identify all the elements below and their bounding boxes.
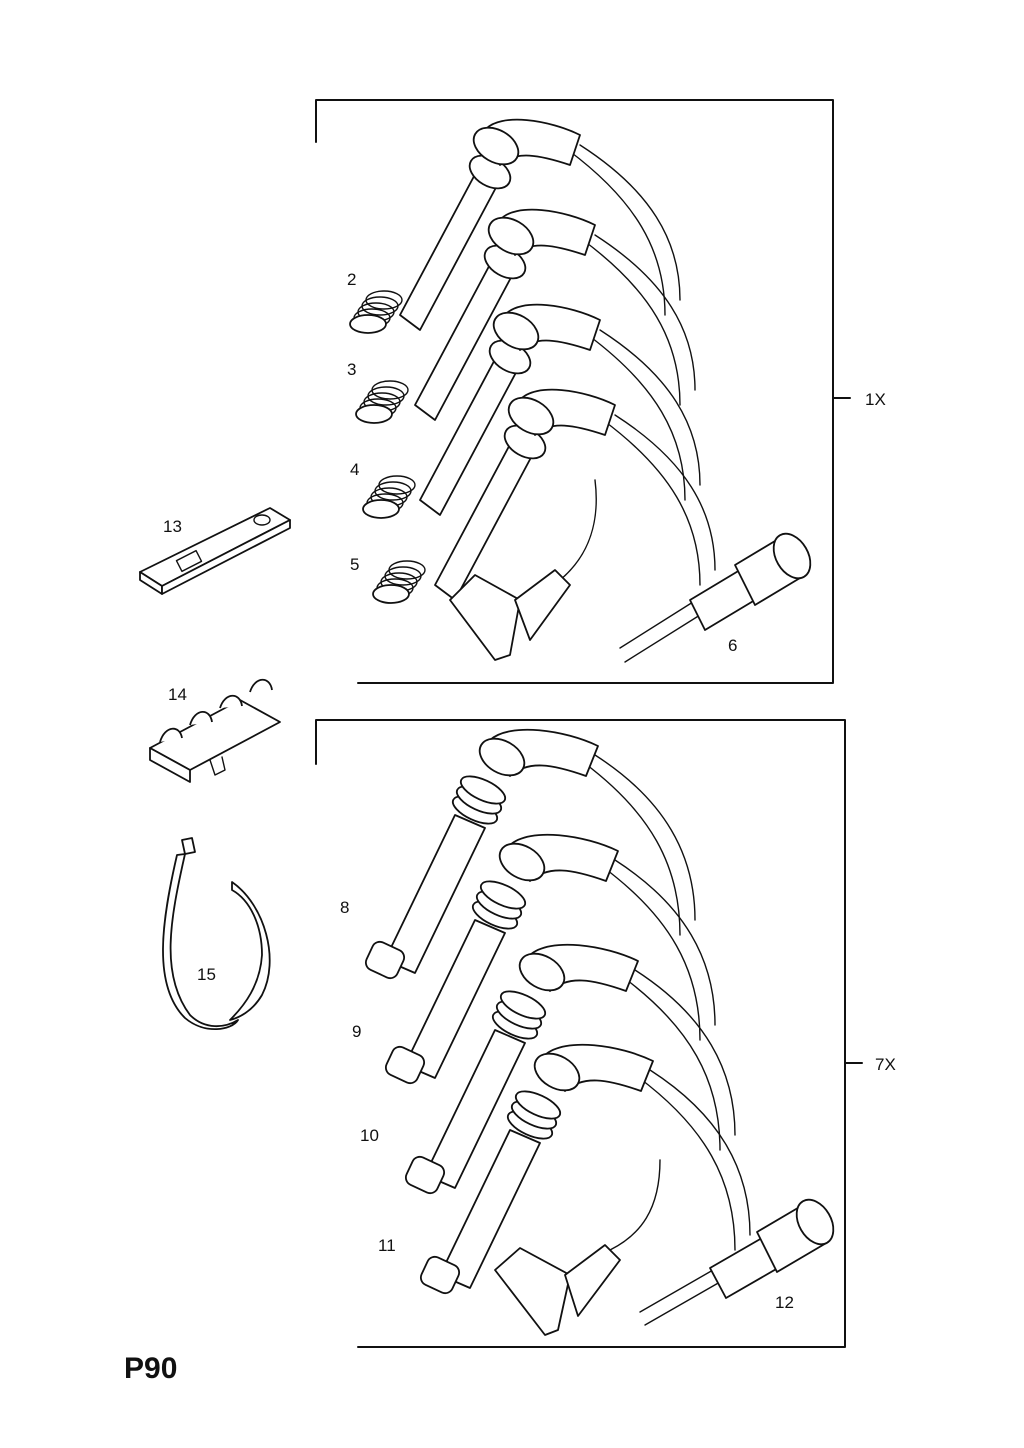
item-label-6: 6 bbox=[728, 636, 737, 655]
item-label-2: 2 bbox=[347, 270, 356, 289]
item-label-3: 3 bbox=[347, 360, 356, 379]
item-label-10: 10 bbox=[360, 1126, 379, 1145]
item-label-12: 12 bbox=[775, 1293, 794, 1312]
group-1-qty-label: 1X bbox=[865, 390, 886, 409]
item-label-11: 11 bbox=[378, 1236, 396, 1255]
ignition-wire-6 bbox=[619, 532, 812, 663]
bracket-plate-13: 13 bbox=[139, 507, 291, 595]
page-code: P90 bbox=[124, 1352, 177, 1385]
group-2-qty-label: 7X bbox=[875, 1055, 896, 1074]
item-label-5: 5 bbox=[350, 555, 359, 574]
item-label-9: 9 bbox=[352, 1022, 361, 1041]
item-label-13: 13 bbox=[163, 517, 182, 536]
group-1-bracket: 1X bbox=[315, 99, 886, 684]
item-label-4: 4 bbox=[350, 460, 359, 479]
item-label-15: 15 bbox=[197, 965, 216, 984]
item-label-14: 14 bbox=[168, 685, 187, 704]
item-label-8: 8 bbox=[340, 898, 349, 917]
ignition-wire-5 bbox=[372, 388, 716, 661]
ignition-wire-11 bbox=[417, 1043, 751, 1336]
cable-tie-15: 15 bbox=[162, 837, 271, 1031]
cable-clip-14: 14 bbox=[149, 678, 281, 783]
ignition-wire-12 bbox=[639, 1198, 835, 1326]
group-2-bracket: 7X bbox=[315, 719, 896, 1348]
